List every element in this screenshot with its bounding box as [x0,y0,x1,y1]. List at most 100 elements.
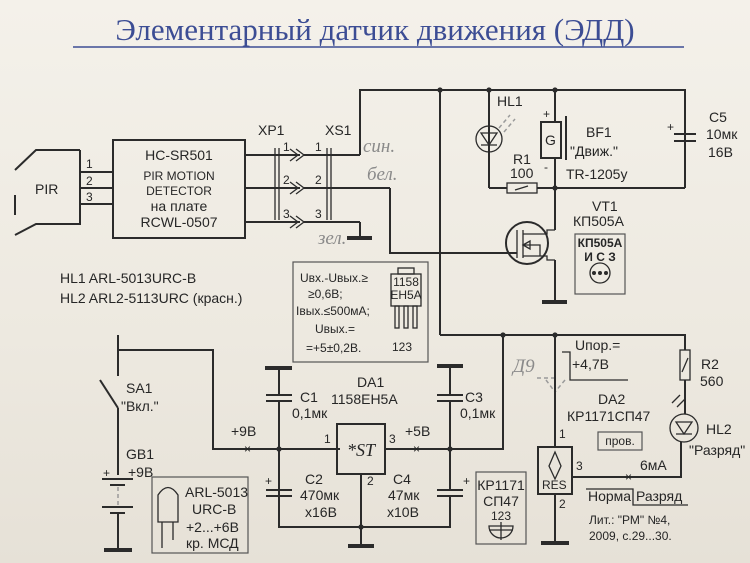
page-title: Элементарный датчик движения (ЭДД) [115,12,634,47]
hl2-ref: HL2 [706,421,732,437]
c5-ref: C5 [709,109,727,125]
c5-plus: + [667,120,674,134]
da2-part: КР1171СП47 [567,408,651,424]
svg-text:+: + [463,474,470,488]
xs1-pin-2: 2 [315,173,322,187]
hl1-note: HL1 ARL-5013URC-B [60,270,196,286]
da1-part: 1158ЕН5А [331,391,398,407]
da2-ref: DA2 [598,391,625,407]
xp1-pin-3: 3 [283,207,290,221]
vt1-pinout-box [574,233,626,295]
c1-ref: C1 [300,389,318,405]
xp1-pin-2: 2 [283,173,290,187]
detector-section: Uпор.= +4,7В Д9 1 RES 3 2 DA2 КР1171СП47… [440,332,745,545]
c5-voltage: 16В [708,144,733,160]
reg-chip-pins: 123 [392,340,412,354]
bf1-name: "Движ." [570,143,618,159]
hl2-name: "Разряд" [689,442,745,458]
da2-check: пров. [605,434,635,448]
c2-voltage: х16В [305,504,337,520]
svg-text:×: × [625,470,632,484]
reg-note-l5: =+5±0,2В. [306,341,361,355]
da2-pin3: 3 [576,459,583,473]
bf1-minus: - [544,160,548,174]
r1-ref: R1 [513,151,531,167]
sa1-name: "Вкл." [121,398,159,414]
svg-text:×: × [244,442,251,456]
svg-text:×: × [413,442,420,456]
c4-value: 47мк [388,487,420,503]
da2-pin2: 2 [559,497,566,511]
svg-text:+: + [103,466,110,480]
c4-ref: C4 [393,471,411,487]
regulator-note-box: Uвх.-Uвых.≥ ≥0,6В; Iвых.≤500мА; Uвых.= =… [292,261,429,363]
reg-note-l3: Iвых.≤500мА; [296,304,370,318]
reg-chip-l1: 1158 [393,275,419,289]
power-section: SA1 "Вкл." GB1 +9В + ARL-5013 URC-B +2..… [99,335,504,554]
pir-sensor: PIR 1 2 3 [14,149,113,236]
hl1-label: HL1 [497,93,523,109]
output-stage: HL1 R1 100 G + - BF1 "Движ." TR-1205у + … [359,87,738,335]
c2-value: 470мк [300,487,340,503]
reg-chip-l2: ЕН5А [390,288,421,302]
c2-ref: C2 [305,471,323,487]
c4-voltage: х10В [387,504,419,520]
wire-color-3: зел. [317,228,346,249]
module-line2: DETECTOR [146,184,212,198]
led-pinout-l3: +2...+6В [186,519,239,535]
sa1-switch[interactable] [99,379,119,409]
xp1-pin-1: 1 [283,140,290,154]
da2-check-badge [597,431,643,451]
vt1-mosfet-icon [505,221,549,265]
c3-ref: C3 [465,389,483,405]
da2-res: RES [542,478,567,492]
led-pinout-l1: ARL-5013 [185,484,248,500]
state-discharge: Разряд [636,488,682,504]
state-norm: Норма [588,488,631,504]
c3-value: 0,1мк [460,405,496,421]
wire-color-2: бел. [367,164,398,185]
plus9-label: +9В [231,423,256,439]
da1-pin1: 1 [324,432,331,446]
da2-pinout-l2: СП47 [483,493,519,509]
pir-pin-2: 2 [86,174,93,188]
r1-value: 100 [510,165,534,181]
hl2-led-icon [669,413,699,443]
svg-text:+: + [265,474,272,488]
module-line4: RCWL-0507 [140,214,217,230]
bf1-plus: + [543,107,550,121]
bf1-buzzer [540,121,562,159]
c5-value: 10мк [706,126,738,142]
da1-pin2: 2 [367,474,374,488]
module-line1: PIR MOTION [143,169,214,183]
ref-line1: Лит.: "РМ" №4, [589,513,670,527]
reg-note-l4: Uвых.= [315,322,355,336]
ref-line2: 2009, с.29...30. [589,529,672,543]
da1-symbol: *ST [347,440,377,460]
da2-pinout-l1: КР1171 [477,477,525,493]
plus5-label: +5В [405,423,430,439]
da2-pinout-pins: 123 [491,509,511,523]
pir-pin-3: 3 [86,190,93,204]
vt1-ref: VT1 [592,198,618,214]
c1-value: 0,1мк [292,405,328,421]
bf1-part: TR-1205у [566,166,627,182]
reg-note-l2: ≥0,6В; [308,287,343,301]
connector-xp1-xs1: XP1 XS1 1 2 3 1 2 3 син. бел. зел. [245,122,398,249]
pir-label: PIR [35,181,58,197]
vt1-pinout-title: КП505А [578,236,623,250]
da2-pinout-box [475,471,527,545]
led-pinout-l4: кр. МСД [186,535,239,551]
reg-note-l1: Uвх.-Uвых.≥ [300,271,368,285]
vt1-part: КП505А [573,213,625,229]
da1-pin3: 3 [389,432,396,446]
r2-ref: R2 [701,356,719,372]
pir-pin-1: 1 [86,157,93,171]
bf1-ref: BF1 [586,124,612,140]
led-pinout-l2: URC-B [192,501,236,517]
sa1-ref: SA1 [126,380,153,396]
module-line3: на плате [151,198,208,214]
hl2-note: HL2 ARL2-5113URC (красн.) [60,290,242,306]
led-pinout-box [151,476,249,554]
